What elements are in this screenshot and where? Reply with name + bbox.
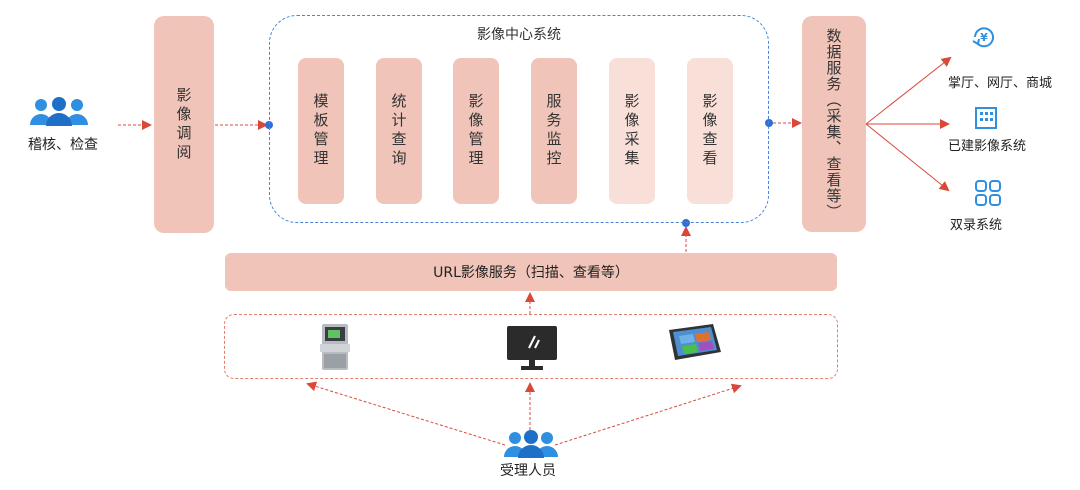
module-template-mgmt: 模板管理: [298, 58, 344, 204]
connector-dot: [682, 219, 690, 227]
arrow-to-target-3: [865, 123, 950, 192]
users-icon: [503, 430, 559, 458]
image-retrieval-label: 影像调阅: [174, 86, 193, 163]
center-system-container: [269, 15, 769, 223]
connector-dot: [765, 119, 773, 127]
monitor-icon: [505, 324, 559, 372]
target-label: 双录系统: [950, 218, 1003, 233]
module-label: 影像查看: [700, 93, 719, 169]
arrow-to-target-1: [865, 56, 952, 125]
yen-icon: ¥: [970, 24, 998, 50]
users-icon: [28, 96, 90, 126]
module-image-view: 影像查看: [687, 58, 733, 204]
module-label: 服务监控: [544, 93, 563, 169]
tablet-icon: [665, 322, 723, 366]
module-service-monitor: 服务监控: [531, 58, 577, 204]
target-label: 掌厅、网厅、商城: [948, 76, 1053, 91]
bottom-actor-label: 受理人员: [500, 463, 556, 479]
module-label: 影像管理: [466, 93, 485, 169]
module-label: 影像采集: [622, 93, 641, 169]
center-system-title: 影像中心系统: [477, 27, 561, 43]
target-label: 已建影像系统: [948, 139, 1027, 154]
data-service-box: 数据服务（采集、查看等）: [802, 16, 866, 232]
arrow-to-tablet: [554, 383, 742, 446]
module-stats-query: 统计查询: [376, 58, 422, 204]
url-service-label: URL影像服务（扫描、查看等）: [433, 265, 629, 281]
module-image-mgmt: 影像管理: [453, 58, 499, 204]
grid-icon: [974, 179, 1002, 207]
module-label: 模板管理: [311, 93, 330, 169]
building-icon: [974, 106, 1000, 130]
url-service-bar: URL影像服务（扫描、查看等）: [225, 253, 837, 291]
image-retrieval-box: 影像调阅: [154, 16, 214, 233]
module-label: 统计查询: [389, 93, 408, 169]
kiosk-icon: [316, 322, 354, 372]
svg-text:¥: ¥: [980, 31, 988, 44]
data-service-label: 数据服务（采集、查看等）: [824, 28, 843, 220]
arrow-to-kiosk: [306, 381, 506, 446]
devices-container: [224, 314, 838, 379]
module-image-capture: 影像采集: [609, 58, 655, 204]
left-actor-label: 稽核、检查: [28, 137, 98, 153]
